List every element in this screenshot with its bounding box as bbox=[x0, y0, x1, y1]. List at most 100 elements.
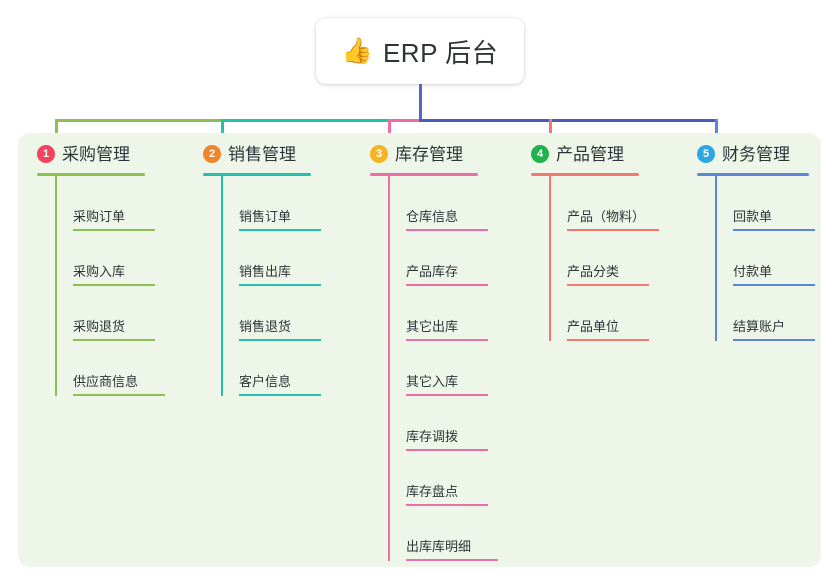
branch-number-badge: 5 bbox=[697, 145, 715, 163]
leaf-node-underline bbox=[733, 284, 815, 286]
connector-bar-2 bbox=[221, 119, 388, 122]
branch-header-1[interactable]: 1 采购管理 bbox=[37, 145, 130, 163]
leaf-node[interactable]: 供应商信息 bbox=[55, 360, 165, 396]
leaf-node[interactable]: 产品分类 bbox=[549, 250, 659, 286]
leaf-node-label: 供应商信息 bbox=[73, 374, 139, 389]
branch-header-5[interactable]: 5 财务管理 bbox=[697, 145, 790, 163]
leaf-node[interactable]: 产品（物料） bbox=[549, 195, 659, 231]
branch-underline bbox=[203, 173, 311, 176]
leaf-node[interactable]: 销售出库 bbox=[221, 250, 331, 286]
leaf-node[interactable]: 回款单 bbox=[715, 195, 825, 231]
connector-stub-2 bbox=[221, 119, 224, 137]
leaf-node-label: 其它入库 bbox=[406, 374, 459, 389]
leaf-node[interactable]: 产品单位 bbox=[549, 305, 659, 341]
leaf-node-label: 产品分类 bbox=[567, 264, 620, 279]
leaf-node[interactable]: 客户信息 bbox=[221, 360, 331, 396]
branch-spine bbox=[55, 176, 57, 396]
leaf-node-underline bbox=[733, 229, 815, 231]
connector-bar-3 bbox=[388, 119, 419, 122]
branch-title: 财务管理 bbox=[722, 144, 790, 164]
leaf-node-underline bbox=[567, 339, 649, 341]
branch-underline bbox=[531, 173, 639, 176]
branch-header-4[interactable]: 4 产品管理 bbox=[531, 145, 624, 163]
leaf-node-label: 销售出库 bbox=[239, 264, 292, 279]
leaf-node-label: 采购入库 bbox=[73, 264, 126, 279]
leaf-node-label: 销售退货 bbox=[239, 319, 292, 334]
connector-stub-3 bbox=[388, 119, 391, 137]
leaf-node-underline bbox=[239, 394, 321, 396]
leaf-node-label: 产品（物料） bbox=[567, 209, 646, 224]
leaf-node-label: 出库库明细 bbox=[406, 539, 472, 554]
branch-underline bbox=[37, 173, 145, 176]
branch-number-badge: 3 bbox=[370, 145, 388, 163]
leaf-node-label: 产品单位 bbox=[567, 319, 620, 334]
leaf-node[interactable]: 结算账户 bbox=[715, 305, 825, 341]
leaf-node[interactable]: 其它出库 bbox=[388, 305, 498, 341]
leaf-node-label: 付款单 bbox=[733, 264, 773, 279]
leaf-node-underline bbox=[73, 284, 155, 286]
leaf-node-underline bbox=[733, 339, 815, 341]
leaf-node[interactable]: 销售订单 bbox=[221, 195, 331, 231]
leaf-node[interactable]: 仓库信息 bbox=[388, 195, 498, 231]
connector-stub-4 bbox=[549, 119, 552, 137]
branch-header-3[interactable]: 3 库存管理 bbox=[370, 145, 463, 163]
branch-spine bbox=[715, 176, 717, 341]
leaf-node[interactable]: 出库库明细 bbox=[388, 525, 498, 561]
connector-bar-4 bbox=[419, 119, 718, 122]
leaf-node-label: 产品库存 bbox=[406, 264, 459, 279]
branch-number-badge: 1 bbox=[37, 145, 55, 163]
branch-number-badge: 2 bbox=[203, 145, 221, 163]
leaf-node-underline bbox=[73, 394, 165, 396]
leaf-node[interactable]: 库存盘点 bbox=[388, 470, 498, 506]
leaf-node[interactable]: 库存调拨 bbox=[388, 415, 498, 451]
leaf-node-underline bbox=[73, 229, 155, 231]
branch-number-badge: 4 bbox=[531, 145, 549, 163]
leaf-node-underline bbox=[406, 504, 488, 506]
leaf-node-label: 采购订单 bbox=[73, 209, 126, 224]
branch-underline bbox=[370, 173, 478, 176]
leaf-node[interactable]: 采购退货 bbox=[55, 305, 165, 341]
leaf-node[interactable]: 付款单 bbox=[715, 250, 825, 286]
leaf-node-label: 采购退货 bbox=[73, 319, 126, 334]
root-node-title: ERP 后台 bbox=[382, 37, 499, 68]
leaf-node-label: 其它出库 bbox=[406, 319, 459, 334]
leaf-node[interactable]: 其它入库 bbox=[388, 360, 498, 396]
branch-title: 产品管理 bbox=[556, 144, 624, 164]
connector-stub-5 bbox=[715, 119, 718, 137]
thumbs-up-icon: 👍 bbox=[341, 36, 373, 65]
leaf-node[interactable]: 采购入库 bbox=[55, 250, 165, 286]
branch-spine bbox=[388, 176, 390, 561]
leaf-node-underline bbox=[73, 339, 155, 341]
root-node[interactable]: 👍 ERP 后台 bbox=[316, 18, 524, 84]
leaf-node-underline bbox=[406, 284, 488, 286]
branch-title: 采购管理 bbox=[62, 144, 130, 164]
leaf-node-underline bbox=[406, 449, 488, 451]
leaf-node-underline bbox=[406, 394, 488, 396]
connector-trunk bbox=[419, 84, 422, 122]
branches-panel: 1 采购管理采购订单采购入库采购退货供应商信息 2 销售管理销售订单销售出库销售退货客… bbox=[18, 133, 821, 567]
leaf-node-underline bbox=[239, 339, 321, 341]
leaf-node-label: 销售订单 bbox=[239, 209, 292, 224]
leaf-node-underline bbox=[406, 229, 488, 231]
branch-underline bbox=[697, 173, 809, 176]
leaf-node[interactable]: 采购订单 bbox=[55, 195, 165, 231]
branch-header-2[interactable]: 2 销售管理 bbox=[203, 145, 296, 163]
leaf-node-underline bbox=[239, 229, 321, 231]
branch-spine bbox=[221, 176, 223, 396]
leaf-node-underline bbox=[406, 339, 488, 341]
leaf-node-underline bbox=[567, 229, 659, 231]
connector-stub-1 bbox=[55, 119, 58, 137]
leaf-node-label: 库存盘点 bbox=[406, 484, 459, 499]
leaf-node-label: 回款单 bbox=[733, 209, 773, 224]
leaf-node-underline bbox=[567, 284, 649, 286]
branch-spine bbox=[549, 176, 551, 341]
leaf-node[interactable]: 销售退货 bbox=[221, 305, 331, 341]
leaf-node-label: 客户信息 bbox=[239, 374, 292, 389]
branch-title: 库存管理 bbox=[395, 144, 463, 164]
leaf-node-label: 结算账户 bbox=[733, 319, 786, 334]
connector-bar-1 bbox=[55, 119, 221, 122]
leaf-node[interactable]: 产品库存 bbox=[388, 250, 498, 286]
leaf-node-label: 库存调拨 bbox=[406, 429, 459, 444]
branch-title: 销售管理 bbox=[228, 144, 296, 164]
